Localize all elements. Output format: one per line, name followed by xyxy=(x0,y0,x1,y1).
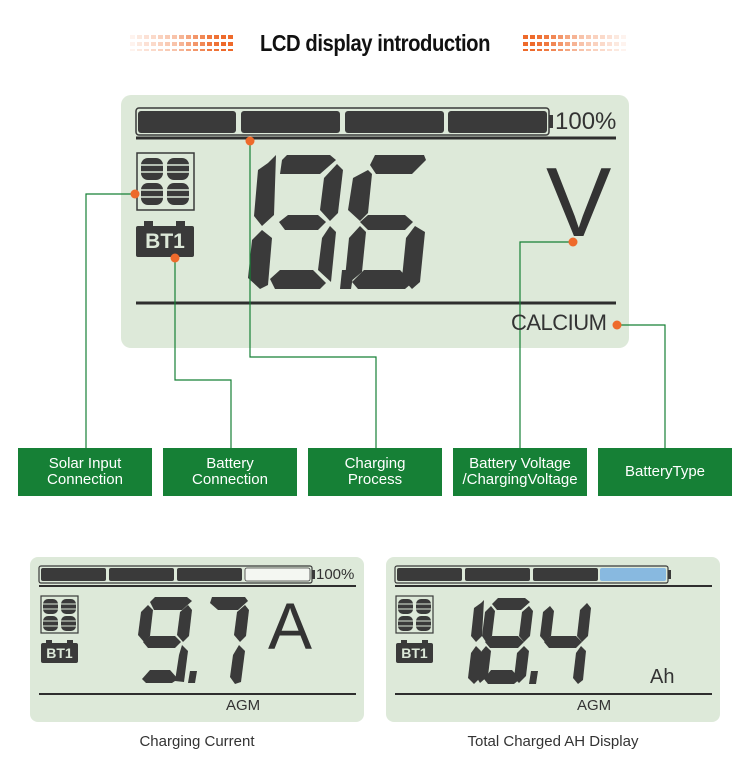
battery-bt1-icon xyxy=(136,221,194,257)
callout-battery-voltage: Battery Voltage /ChargingVoltage xyxy=(453,448,587,496)
page-title: LCD display introduction xyxy=(259,30,491,56)
seven-segment-reading xyxy=(468,598,591,684)
seven-segment-reading xyxy=(248,155,426,289)
solar-panel-icon xyxy=(136,152,195,211)
battery-type-label: AGM xyxy=(577,697,612,714)
battery-level-bar xyxy=(135,107,553,136)
caption-total-charged-ah: Total Charged AH Display xyxy=(467,733,639,750)
battery-bt1-icon xyxy=(396,640,433,663)
callout-battery-connection: Battery Connection xyxy=(163,448,297,496)
callout-solar-input: Solar Input Connection xyxy=(18,448,152,496)
caption-charging-current: Charging Current xyxy=(139,733,255,750)
decorative-dots-right-icon xyxy=(523,35,626,51)
voltage-unit: V xyxy=(546,147,612,257)
battery-percent-label: 100% xyxy=(555,108,617,135)
bt1-label: BT1 xyxy=(46,645,73,661)
current-unit: A xyxy=(268,589,313,663)
callout-charging-process: Charging Process xyxy=(308,448,442,496)
amp-hour-unit: Ah xyxy=(650,666,675,688)
callout-battery-type: BatteryType xyxy=(598,448,732,496)
decorative-dots-left-icon xyxy=(130,35,233,51)
battery-level-bar xyxy=(38,565,315,584)
solar-panel-icon xyxy=(395,595,434,634)
battery-type-label: AGM xyxy=(226,697,261,714)
callout-connector-lines xyxy=(85,141,666,448)
bt1-label: BT1 xyxy=(145,230,185,253)
seven-segment-reading xyxy=(138,597,249,684)
callout-dots xyxy=(130,136,622,330)
battery-level-bar xyxy=(394,565,671,584)
solar-panel-icon xyxy=(40,595,79,634)
bt1-label: BT1 xyxy=(401,645,428,661)
battery-bt1-icon xyxy=(41,640,78,663)
battery-type-label: CALCIUM xyxy=(511,310,607,335)
battery-percent-label: 100% xyxy=(316,566,355,583)
